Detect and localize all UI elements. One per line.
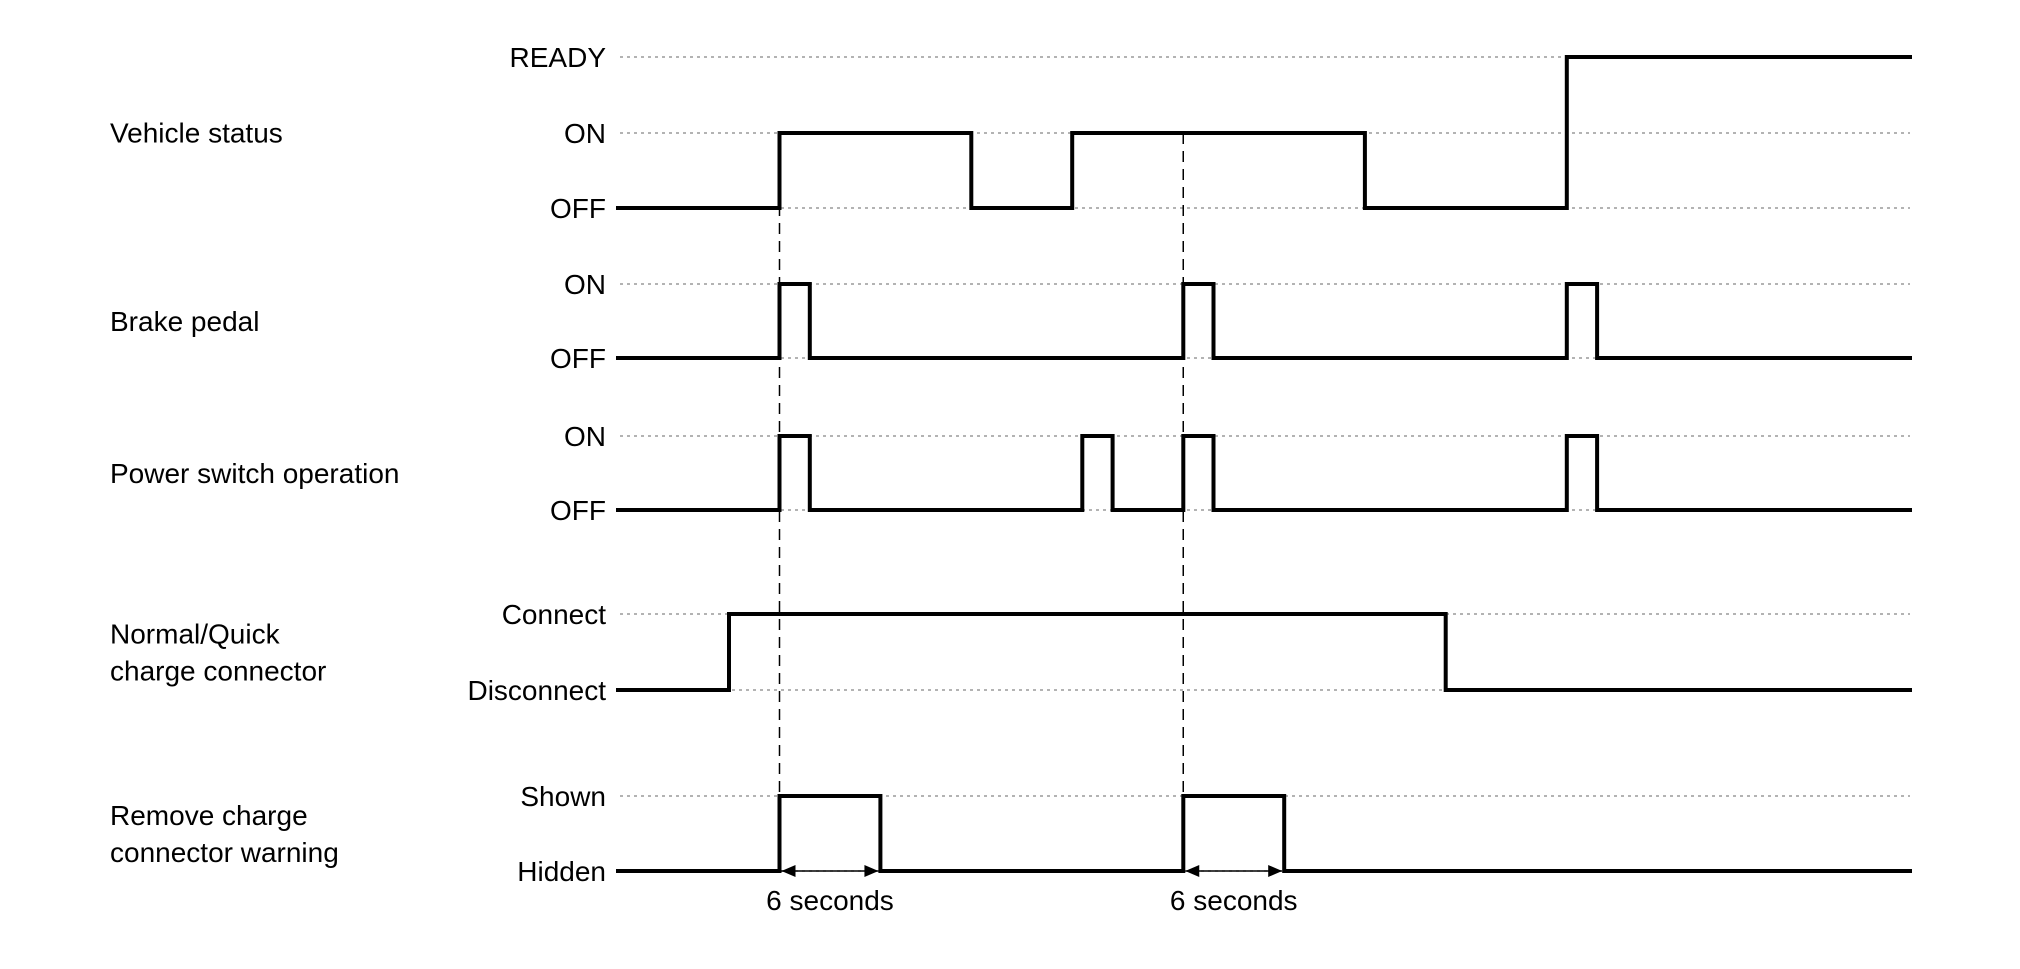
signal-name-remove-charge-connector-warning: connector warning <box>110 837 339 868</box>
state-label-charge-connector: Connect <box>502 599 607 630</box>
signal-name-charge-connector: Normal/Quick <box>110 619 281 650</box>
duration-arrow-right-0 <box>864 865 879 877</box>
waveform-brake-pedal <box>616 282 1912 360</box>
waveform-power-switch-operation <box>616 434 1912 512</box>
state-label-remove-charge-connector-warning: Hidden <box>517 856 606 887</box>
state-label-vehicle-status: ON <box>564 118 606 149</box>
state-label-remove-charge-connector-warning: Shown <box>520 781 606 812</box>
waveform-remove-charge-connector-warning <box>616 794 1912 873</box>
signals-layer <box>616 55 1912 873</box>
state-label-charge-connector: Disconnect <box>467 675 606 706</box>
signal-name-charge-connector: charge connector <box>110 656 326 687</box>
duration-arrow-right-1 <box>1268 865 1283 877</box>
guides-layer <box>620 56 1910 872</box>
state-label-vehicle-status: READY <box>510 42 607 73</box>
waveform-charge-connector <box>616 612 1912 692</box>
markers-layer <box>778 133 1184 871</box>
duration-arrow-left-1 <box>1185 865 1200 877</box>
waveform-vehicle-status <box>616 55 1912 210</box>
signal-name-power-switch-operation: Power switch operation <box>110 458 399 489</box>
state-label-power-switch-operation: ON <box>564 421 606 452</box>
signal-name-remove-charge-connector-warning: Remove charge <box>110 800 308 831</box>
state-label-power-switch-operation: OFF <box>550 495 606 526</box>
durations-layer: 6 seconds 6 seconds <box>766 865 1298 916</box>
state-label-brake-pedal: OFF <box>550 343 606 374</box>
signal-name-vehicle-status: Vehicle status <box>110 118 283 149</box>
duration-label-1: 6 seconds <box>1170 885 1298 916</box>
duration-arrow-left-0 <box>781 865 796 877</box>
duration-label-0: 6 seconds <box>766 885 894 916</box>
state-label-vehicle-status: OFF <box>550 193 606 224</box>
signal-name-brake-pedal: Brake pedal <box>110 306 259 337</box>
state-label-brake-pedal: ON <box>564 269 606 300</box>
